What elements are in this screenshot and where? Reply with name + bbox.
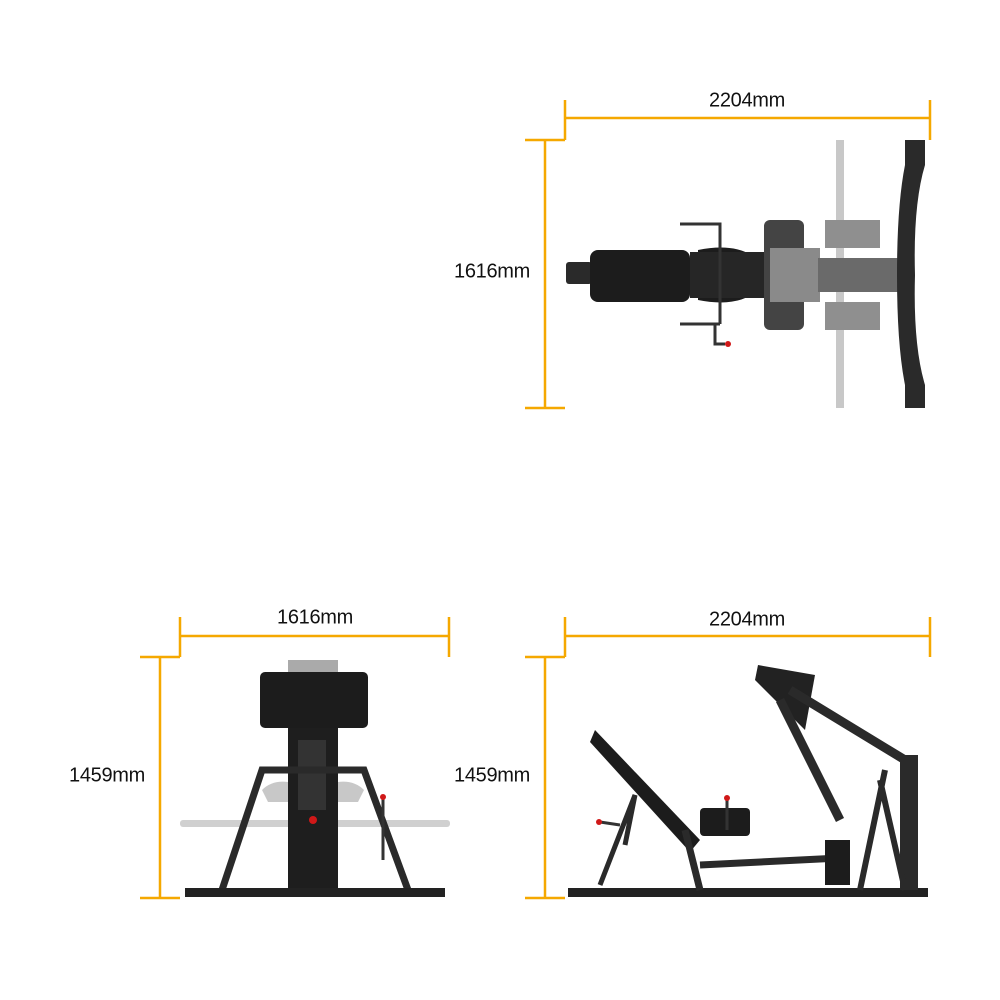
top-width-dimension	[563, 100, 932, 140]
top-view-machine	[566, 140, 925, 408]
front-width-label: 1616mm	[276, 606, 354, 629]
side-view-machine	[568, 665, 928, 897]
top-width-label: 2204mm	[708, 89, 786, 112]
side-height-label: 1459mm	[453, 764, 531, 787]
side-width-label: 2204mm	[708, 608, 786, 631]
top-depth-label: 1616mm	[453, 260, 531, 283]
side-height-dimension	[525, 655, 565, 900]
top-depth-dimension	[525, 138, 565, 410]
front-width-dimension	[178, 617, 451, 657]
front-view-machine	[180, 660, 450, 897]
front-height-dimension	[140, 655, 180, 900]
front-height-label: 1459mm	[68, 764, 146, 787]
side-width-dimension	[563, 617, 932, 657]
dimension-lines	[140, 100, 932, 900]
